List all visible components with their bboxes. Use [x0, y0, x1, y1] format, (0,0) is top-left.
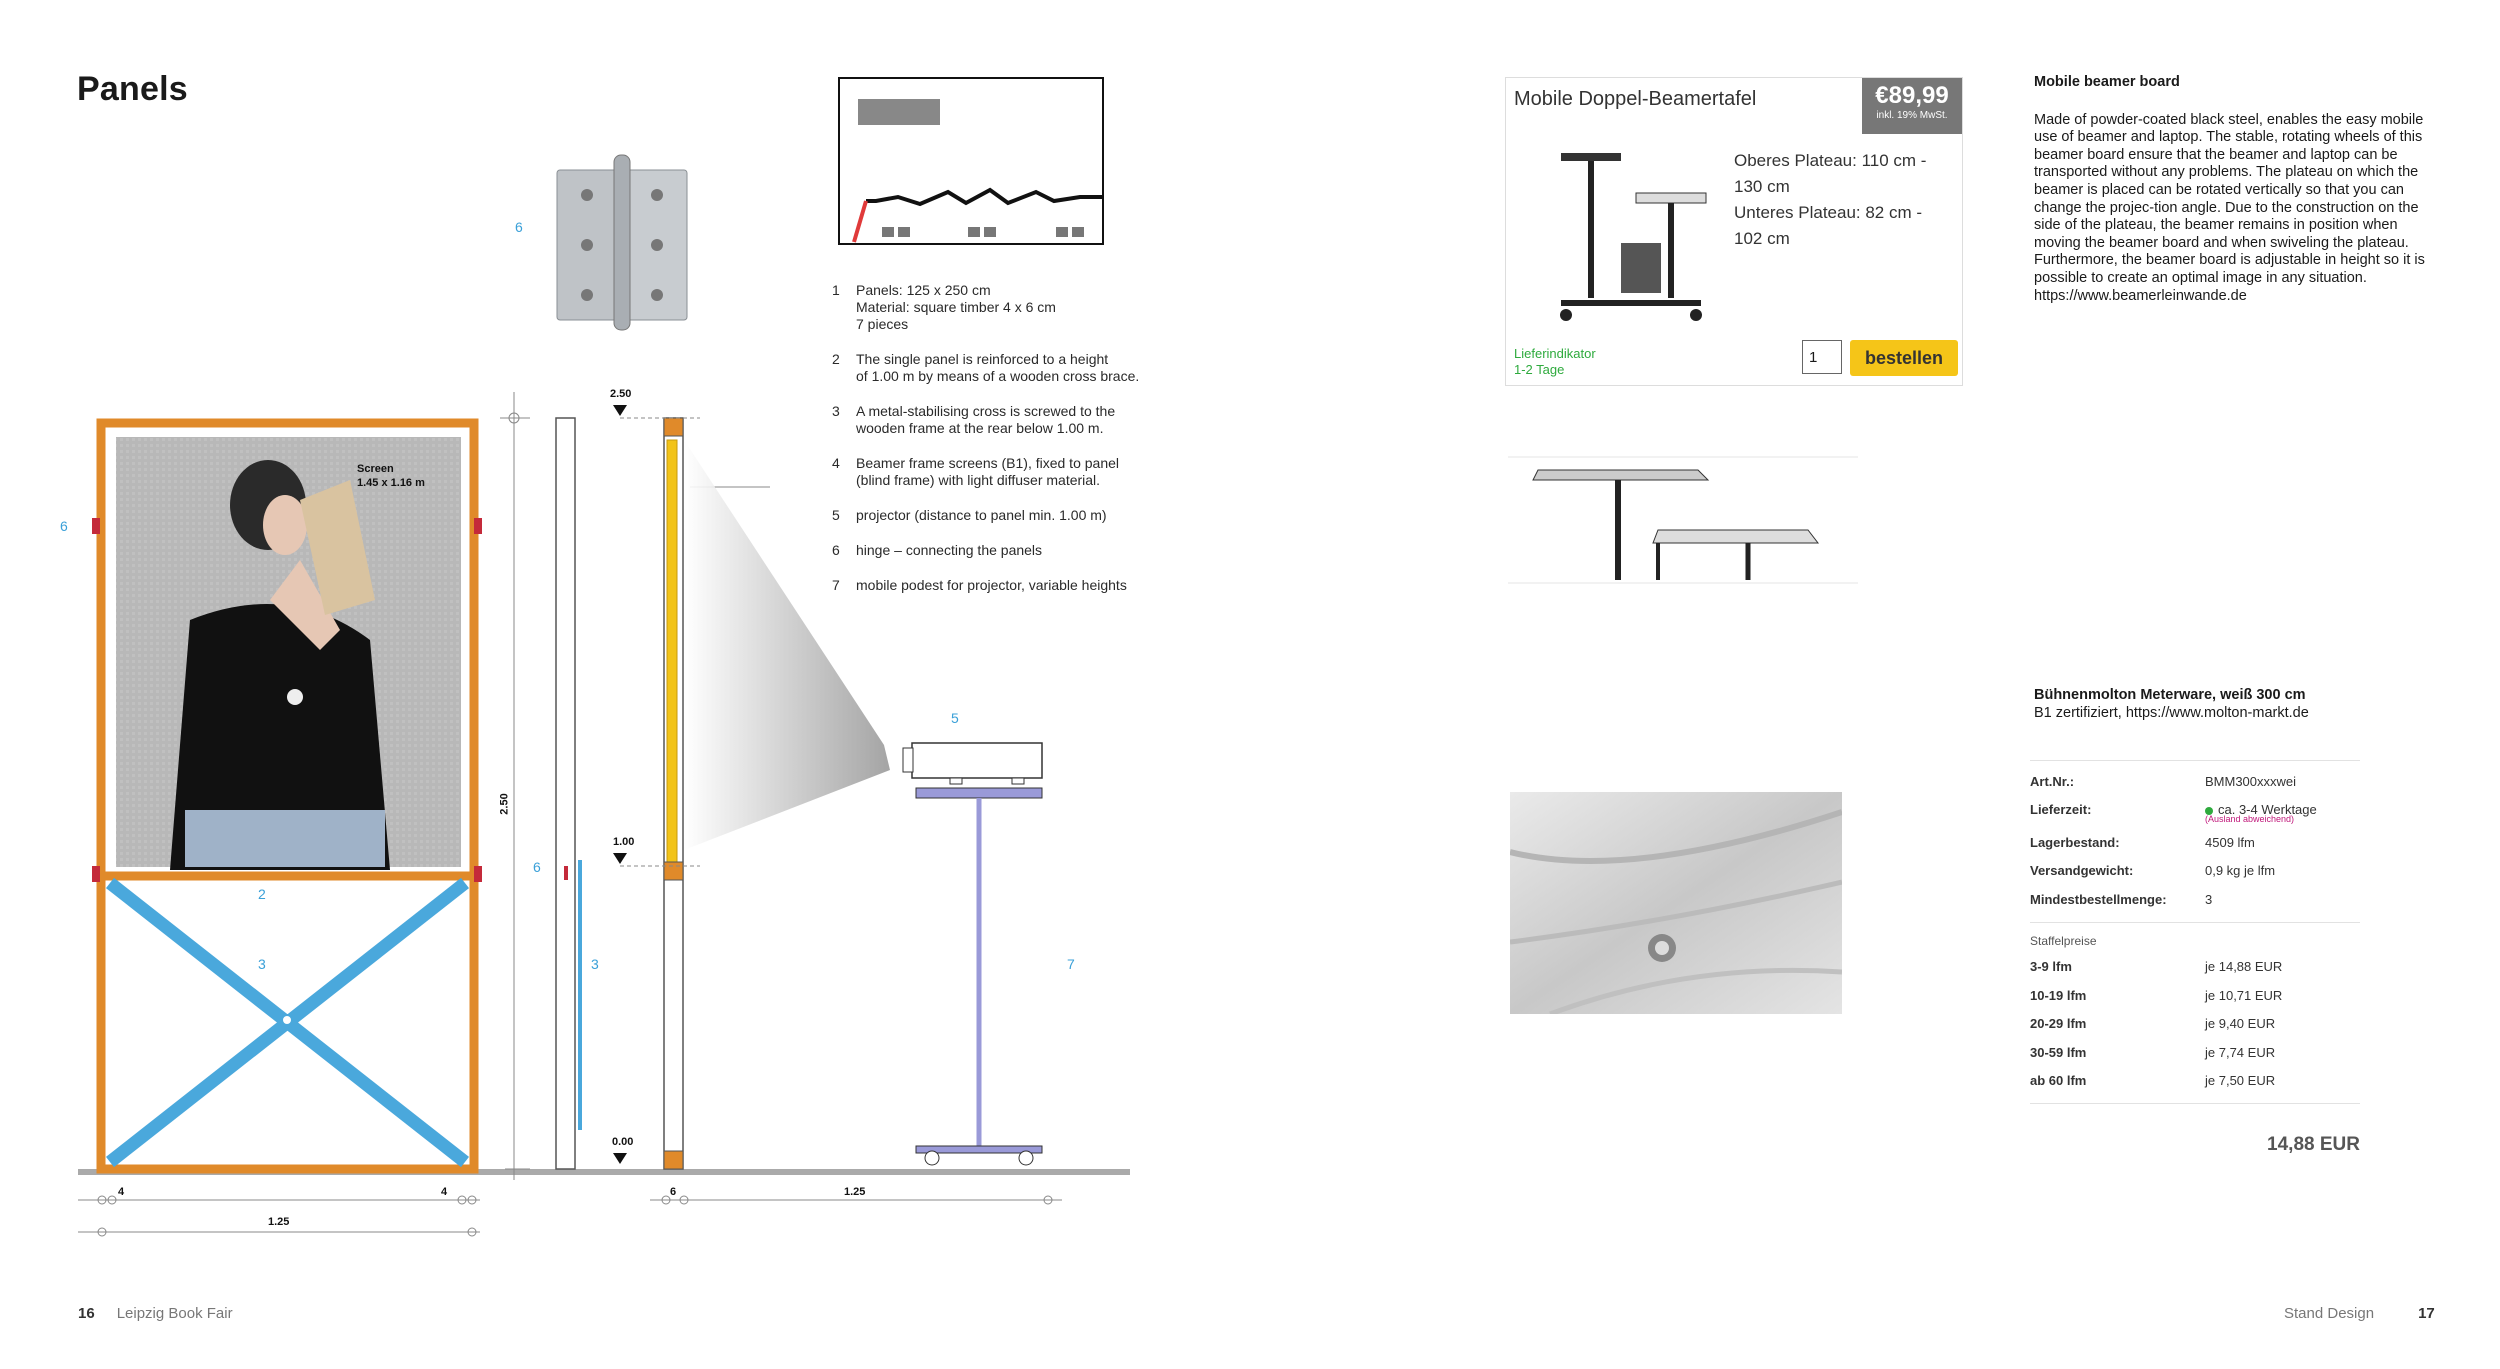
staffel-label: Staffelpreise [2030, 933, 2097, 948]
total-price: 14,88 EUR [2267, 1134, 2360, 1155]
hinge-mark [92, 518, 100, 534]
dim-6: 6 [670, 1186, 677, 1198]
molton-heading: Bühnenmolton Meterware, weiß 300 cm [2034, 687, 2306, 703]
hinge-mark [92, 866, 100, 882]
callout-2: 2 [258, 886, 266, 902]
panel-frame [96, 418, 479, 1174]
callout-5: 5 [951, 710, 959, 726]
screen-section [666, 439, 678, 863]
dim-100: 1.00 [613, 836, 635, 848]
projector [911, 742, 1043, 779]
hinge-mark [474, 866, 482, 882]
product-card: Mobile Doppel-Beamertafel €89,99 inkl. 1… [1505, 77, 1963, 386]
callout-6: 6 [533, 859, 541, 875]
product-name: Mobile Doppel-Beamertafel [1514, 88, 1757, 110]
dim-250: 2.50 [610, 388, 632, 400]
spec-row: Art.Nr.:BMM300xxxwei [2030, 773, 2297, 789]
spec-row: Versandgewicht:0,9 kg je lfm [2030, 863, 2276, 879]
dim-4b: 4 [441, 1186, 448, 1198]
floor-line [78, 1169, 1130, 1175]
callout-6: 6 [515, 219, 523, 235]
panel-drawing [78, 392, 1130, 1237]
spec-row: Lieferzeit:ca. 3-4 Werktage [2030, 802, 2317, 818]
order-button[interactable]: bestellen [1850, 340, 1958, 376]
molton-sub: B1 zertifiziert, https://www.molton-mark… [2034, 705, 2309, 721]
schematic-icon [838, 77, 1104, 245]
availability: Lieferindikator 1-2 Tage [1514, 346, 1596, 377]
person-face [263, 495, 307, 555]
callout-6: 6 [60, 518, 68, 534]
hinge-photo [556, 154, 688, 331]
plateau-photo [1508, 456, 1858, 584]
person-body [170, 604, 390, 870]
dim-125a: 1.25 [268, 1216, 290, 1228]
dim-height: 2.50 [498, 793, 511, 815]
product-spec: Oberes Plateau: 110 cm - 130 cm Unteres … [1734, 151, 1927, 248]
dim-4a: 4 [118, 1186, 125, 1198]
molton-fabric-photo [1510, 792, 1842, 1014]
molton-header: Bühnenmolton Meterware, weiß 300 cm B1 z… [2034, 686, 2454, 722]
podest-top [915, 787, 1043, 799]
podest-base [915, 1145, 1043, 1154]
callout-3: 3 [591, 956, 599, 972]
in-stock-dot [2205, 806, 2213, 815]
beamer-description: Mobile beamer board Made of powder-coate… [2034, 74, 2444, 305]
callout-7: 7 [1067, 956, 1075, 972]
beamer-text: Made of powder-coated black steel, enabl… [2034, 111, 2425, 304]
panel-side-view [555, 417, 576, 1170]
dim-000: 0.00 [612, 1136, 634, 1148]
projection-beam [684, 440, 890, 850]
molton-spec-table: Art.Nr.:BMM300xxxwei Lieferzeit:ca. 3-4 … [2030, 752, 2360, 1156]
dim-125b: 1.25 [844, 1186, 866, 1198]
price-badge: €89,99 inkl. 19% MwSt. [1862, 78, 1962, 134]
page-title: Panels [77, 70, 188, 108]
delivery-note: (Ausland abweichend) [2205, 814, 2295, 824]
spec-row: Mindestbestellmenge:3 [2030, 891, 2213, 907]
screen-label: Screen 1.45 x 1.16 m [357, 463, 425, 489]
beamer-heading: Mobile beamer board [2034, 74, 2180, 90]
beamer-table-photo [1560, 153, 1707, 321]
callout-3: 3 [258, 956, 266, 972]
spec-row: Lagerbestand:4509 lfm [2030, 834, 2255, 850]
person-jeans [185, 810, 385, 867]
quantity-input[interactable]: 1 [1802, 340, 1842, 374]
paper-cone [300, 480, 375, 615]
hinge-mark [474, 518, 482, 534]
